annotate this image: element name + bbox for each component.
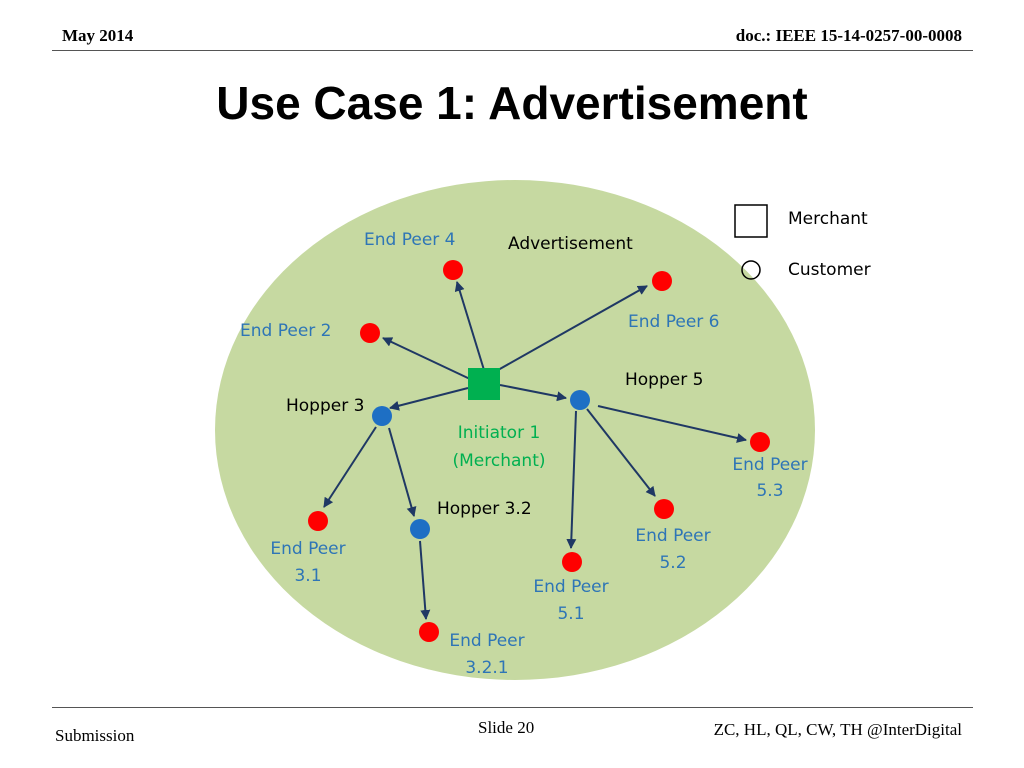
- arrows: [323, 281, 747, 620]
- legend-customer-label: Customer: [788, 260, 871, 280]
- arrow-to-hopper-5: [499, 384, 567, 402]
- arrow-to-end-peer-4: [454, 281, 485, 371]
- arrow-to-end-peer-5-1: [566, 410, 577, 549]
- arrow-to-hopper-3-2: [388, 427, 417, 517]
- footer-slide-number: Slide 20: [478, 718, 535, 737]
- end-peer-3-1-label-line2: 3.1: [294, 566, 321, 586]
- hopper-3-node: [372, 406, 392, 426]
- hopper-3-label: Hopper 3: [286, 396, 364, 416]
- initiator-merchant-square: [468, 368, 500, 400]
- arrow-to-end-peer-5-2: [586, 408, 656, 497]
- hopper-3-2-label: Hopper 3.2: [437, 499, 532, 519]
- end-peer-3-2-1-label-line1: End Peer: [449, 631, 524, 651]
- end-peer-5-1-node: [562, 552, 582, 572]
- arrow-to-end-peer-3-1: [323, 426, 377, 508]
- arrow-to-end-peer-2: [382, 337, 471, 380]
- end-peer-5-2-node: [654, 499, 674, 519]
- footer-rule: [52, 707, 973, 708]
- footer-authors: ZC, HL, QL, CW, TH @InterDigital: [713, 720, 962, 739]
- end-peer-3-2-1-label-line2: 3.2.1: [465, 658, 508, 678]
- arrow-to-end-peer-5-3: [597, 405, 747, 443]
- hopper-5-node: [570, 390, 590, 410]
- legend-merchant-square-icon: [734, 204, 768, 238]
- arrow-to-end-peer-3-2-1: [419, 540, 431, 620]
- header-doc-id: doc.: IEEE 15-14-0257-00-0008: [735, 26, 962, 45]
- arrow-to-hopper-3: [389, 387, 469, 411]
- hopper-5-label: Hopper 5: [625, 370, 703, 390]
- advertisement-label: Advertisement: [508, 234, 633, 254]
- initiator-label-line2: (Merchant): [453, 451, 546, 471]
- end-peer-3-2-1-node: [419, 622, 439, 642]
- footer-submission: Submission: [55, 726, 135, 745]
- end-peer-5-3-label-line2: 5.3: [756, 481, 783, 501]
- legend-merchant-label: Merchant: [788, 209, 868, 229]
- end-peer-5-3-node: [750, 432, 770, 452]
- end-peer-5-1-label-line2: 5.1: [557, 604, 584, 624]
- arrow-to-end-peer-6: [497, 285, 648, 371]
- initiator-label-line1: Initiator 1: [458, 423, 541, 443]
- end-peer-5-2-label-line1: End Peer: [635, 526, 710, 546]
- end-peer-5-1-label-line1: End Peer: [533, 577, 608, 597]
- end-peer-4-node: [443, 260, 463, 280]
- end-peer-2-node: [360, 323, 380, 343]
- end-peer-6-node: [652, 271, 672, 291]
- hopper-3-2-node: [410, 519, 430, 539]
- end-peer-5-3-label-line1: End Peer: [732, 455, 807, 475]
- header-rule: [52, 50, 973, 51]
- end-peer-4-label: End Peer 4: [364, 230, 455, 250]
- legend-customer-circle-icon: [741, 260, 761, 280]
- end-peer-6-label: End Peer 6: [628, 312, 719, 332]
- end-peer-3-1-label-line1: End Peer: [270, 539, 345, 559]
- slide-title: Use Case 1: Advertisement: [216, 77, 808, 129]
- end-peer-3-1-node: [308, 511, 328, 531]
- end-peer-5-2-label-line2: 5.2: [659, 553, 686, 573]
- coverage-area: [215, 180, 815, 680]
- end-peer-2-label: End Peer 2: [240, 321, 331, 341]
- header-date: May 2014: [62, 26, 134, 45]
